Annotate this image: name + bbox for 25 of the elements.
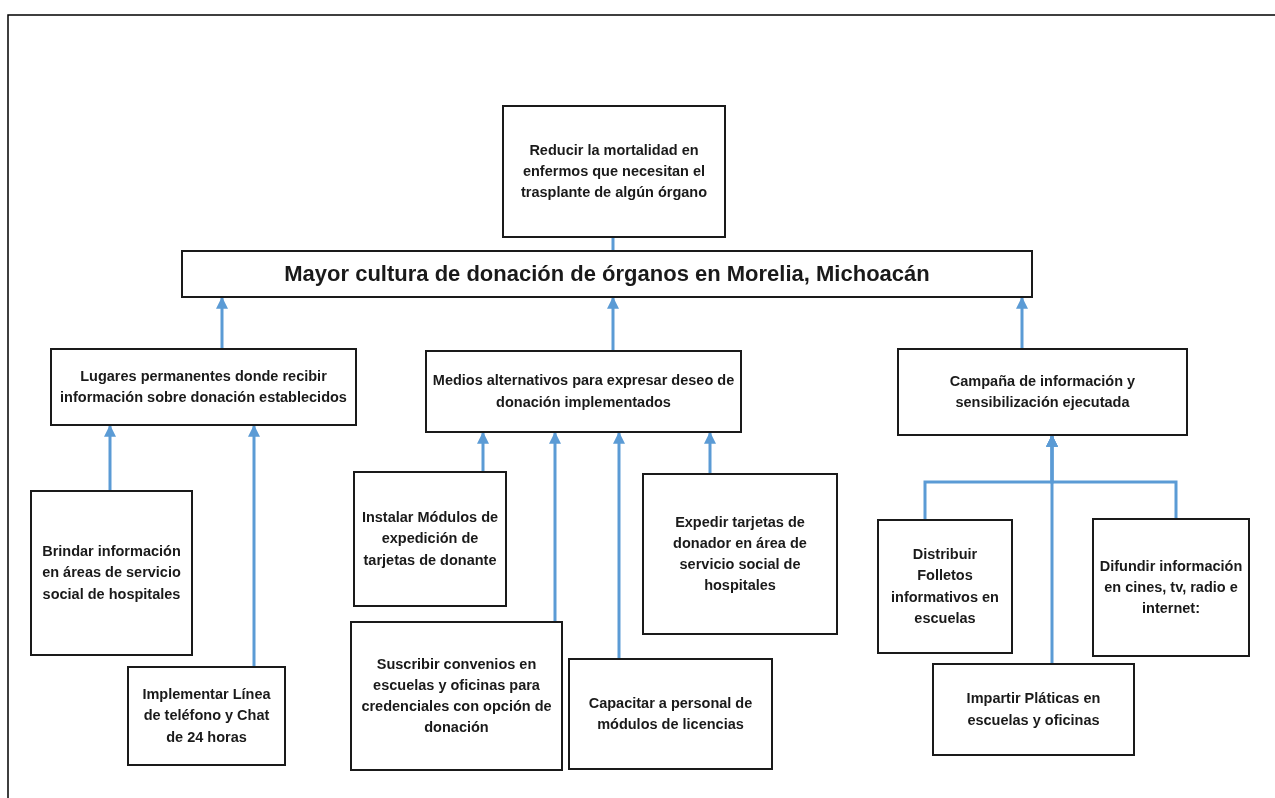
objective-box: Medios alternativos para expresar deseo de donación implementados — [425, 350, 742, 433]
arrow — [704, 431, 716, 473]
objective-box: Lugares permanentes donde recibir información sobre donación establecidos — [50, 348, 357, 426]
connector-line — [611, 238, 615, 250]
arrow — [607, 296, 619, 350]
objective-box: Campaña de información y sensibilización ejecutada — [897, 348, 1188, 436]
arrow — [248, 424, 260, 666]
arrow — [613, 431, 625, 658]
central-problem-box: Mayor cultura de donación de órganos en Morelia, Michoacán — [181, 250, 1033, 298]
arrow — [549, 431, 561, 621]
objective-box: Reducir la mortalidad en enfermos que necesitan el trasplante de algún órgano — [502, 105, 726, 238]
arrow — [216, 296, 228, 348]
arrow — [477, 431, 489, 471]
objective-box: Capacitar a personal de módulos de licencias — [568, 658, 773, 770]
objective-box: Instalar Módulos de expedición de tarjetas de donante — [353, 471, 507, 607]
objective-box: Brindar información en áreas de servicio social de hospitales — [30, 490, 193, 656]
objective-box: Implementar Línea de teléfono y Chat de 24 horas — [127, 666, 286, 766]
objective-box: Difundir información en cines, tv, radio e internet: — [1092, 518, 1250, 657]
arrow — [104, 424, 116, 490]
arrow — [1016, 296, 1028, 348]
objective-box: Distribuir Folletos informativos en escuelas — [877, 519, 1013, 654]
objective-box: Impartir Pláticas en escuelas y oficinas — [932, 663, 1135, 756]
arrow — [1046, 434, 1058, 663]
objective-box: Expedir tarjetas de donador en área de servicio social de hospitales — [642, 473, 838, 635]
objective-box: Suscribir convenios en escuelas y oficinas para credenciales con opción de donación — [350, 621, 563, 771]
